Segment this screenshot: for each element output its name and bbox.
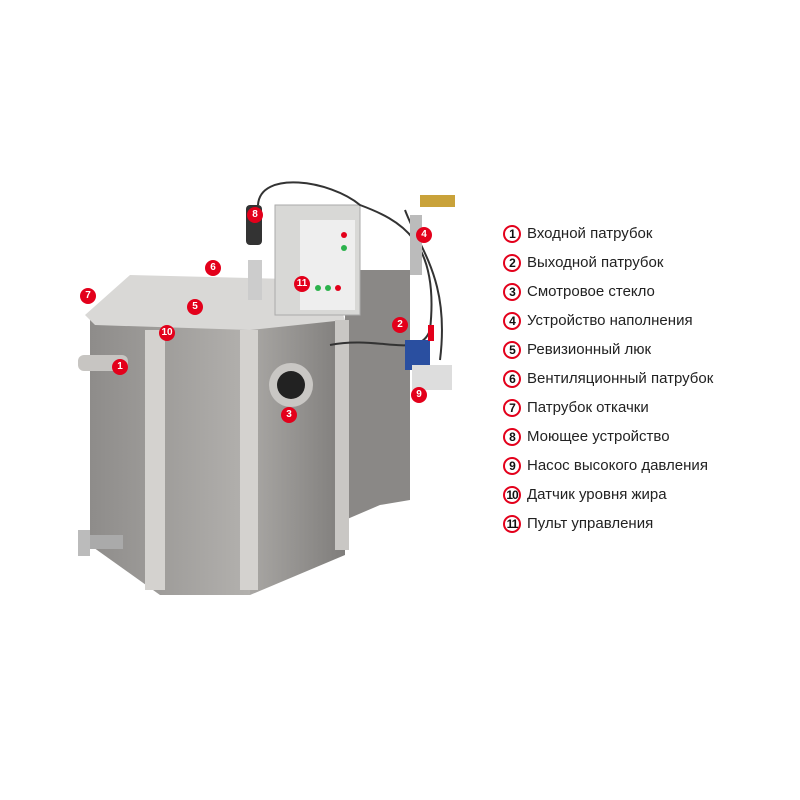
legend-label: Вентиляционный патрубок bbox=[527, 370, 714, 387]
bottom-flange bbox=[78, 530, 123, 556]
legend-badge: 1 bbox=[503, 224, 521, 243]
pump bbox=[405, 325, 452, 390]
legend-item: 6 Вентиляционный патрубок bbox=[503, 364, 713, 393]
legend-label: Ревизионный люк bbox=[527, 341, 652, 358]
inspection-glass bbox=[269, 363, 313, 407]
legend-item: 11 Пульт управления bbox=[503, 509, 713, 538]
legend-label: Входной патрубок bbox=[527, 225, 653, 242]
legend-badge: 11 bbox=[503, 514, 521, 533]
marker-11: 11 bbox=[294, 276, 310, 292]
legend-item: 4 Устройство наполнения bbox=[503, 306, 713, 335]
legend-label: Патрубок откачки bbox=[527, 399, 649, 416]
legend-label: Пульт управления bbox=[527, 515, 654, 532]
control-panel bbox=[274, 204, 361, 316]
marker-5: 5 bbox=[187, 299, 203, 315]
tank-body bbox=[85, 270, 410, 595]
legend-badge: 9 bbox=[503, 456, 521, 475]
marker-7: 7 bbox=[80, 288, 96, 304]
legend-badge: 7 bbox=[503, 398, 521, 417]
legend-badge: 10 bbox=[503, 485, 521, 504]
legend-item: 1 Входной патрубок bbox=[503, 219, 713, 248]
legend-label: Датчик уровня жира bbox=[527, 486, 667, 503]
legend-item: 8 Моющее устройство bbox=[503, 422, 713, 451]
marker-10: 10 bbox=[159, 325, 175, 341]
legend-label: Насос высокого давления bbox=[527, 457, 708, 474]
marker-6: 6 bbox=[205, 260, 221, 276]
legend-badge: 2 bbox=[503, 253, 521, 272]
marker-9: 9 bbox=[411, 387, 427, 403]
legend-label: Смотровое стекло bbox=[527, 283, 655, 300]
legend: 1 Входной патрубок 2 Выходной патрубок 3 См… bbox=[503, 219, 713, 538]
legend-item: 2 Выходной патрубок bbox=[503, 248, 713, 277]
legend-badge: 4 bbox=[503, 311, 521, 330]
legend-badge: 6 bbox=[503, 369, 521, 388]
legend-item: 5 Ревизионный люк bbox=[503, 335, 713, 364]
legend-label: Выходной патрубок bbox=[527, 254, 664, 271]
legend-label: Устройство наполнения bbox=[527, 312, 693, 329]
marker-4: 4 bbox=[416, 227, 432, 243]
legend-badge: 3 bbox=[503, 282, 521, 301]
marker-1: 1 bbox=[112, 359, 128, 375]
marker-3: 3 bbox=[281, 407, 297, 423]
marker-8: 8 bbox=[247, 207, 263, 223]
marker-2: 2 bbox=[392, 317, 408, 333]
legend-item: 9 Насос высокого давления bbox=[503, 451, 713, 480]
legend-item: 10 Датчик уровня жира bbox=[503, 480, 713, 509]
legend-label: Моющее устройство bbox=[527, 428, 670, 445]
legend-item: 7 Патрубок откачки bbox=[503, 393, 713, 422]
legend-item: 3 Смотровое стекло bbox=[503, 277, 713, 306]
legend-badge: 8 bbox=[503, 427, 521, 446]
legend-badge: 5 bbox=[503, 340, 521, 359]
